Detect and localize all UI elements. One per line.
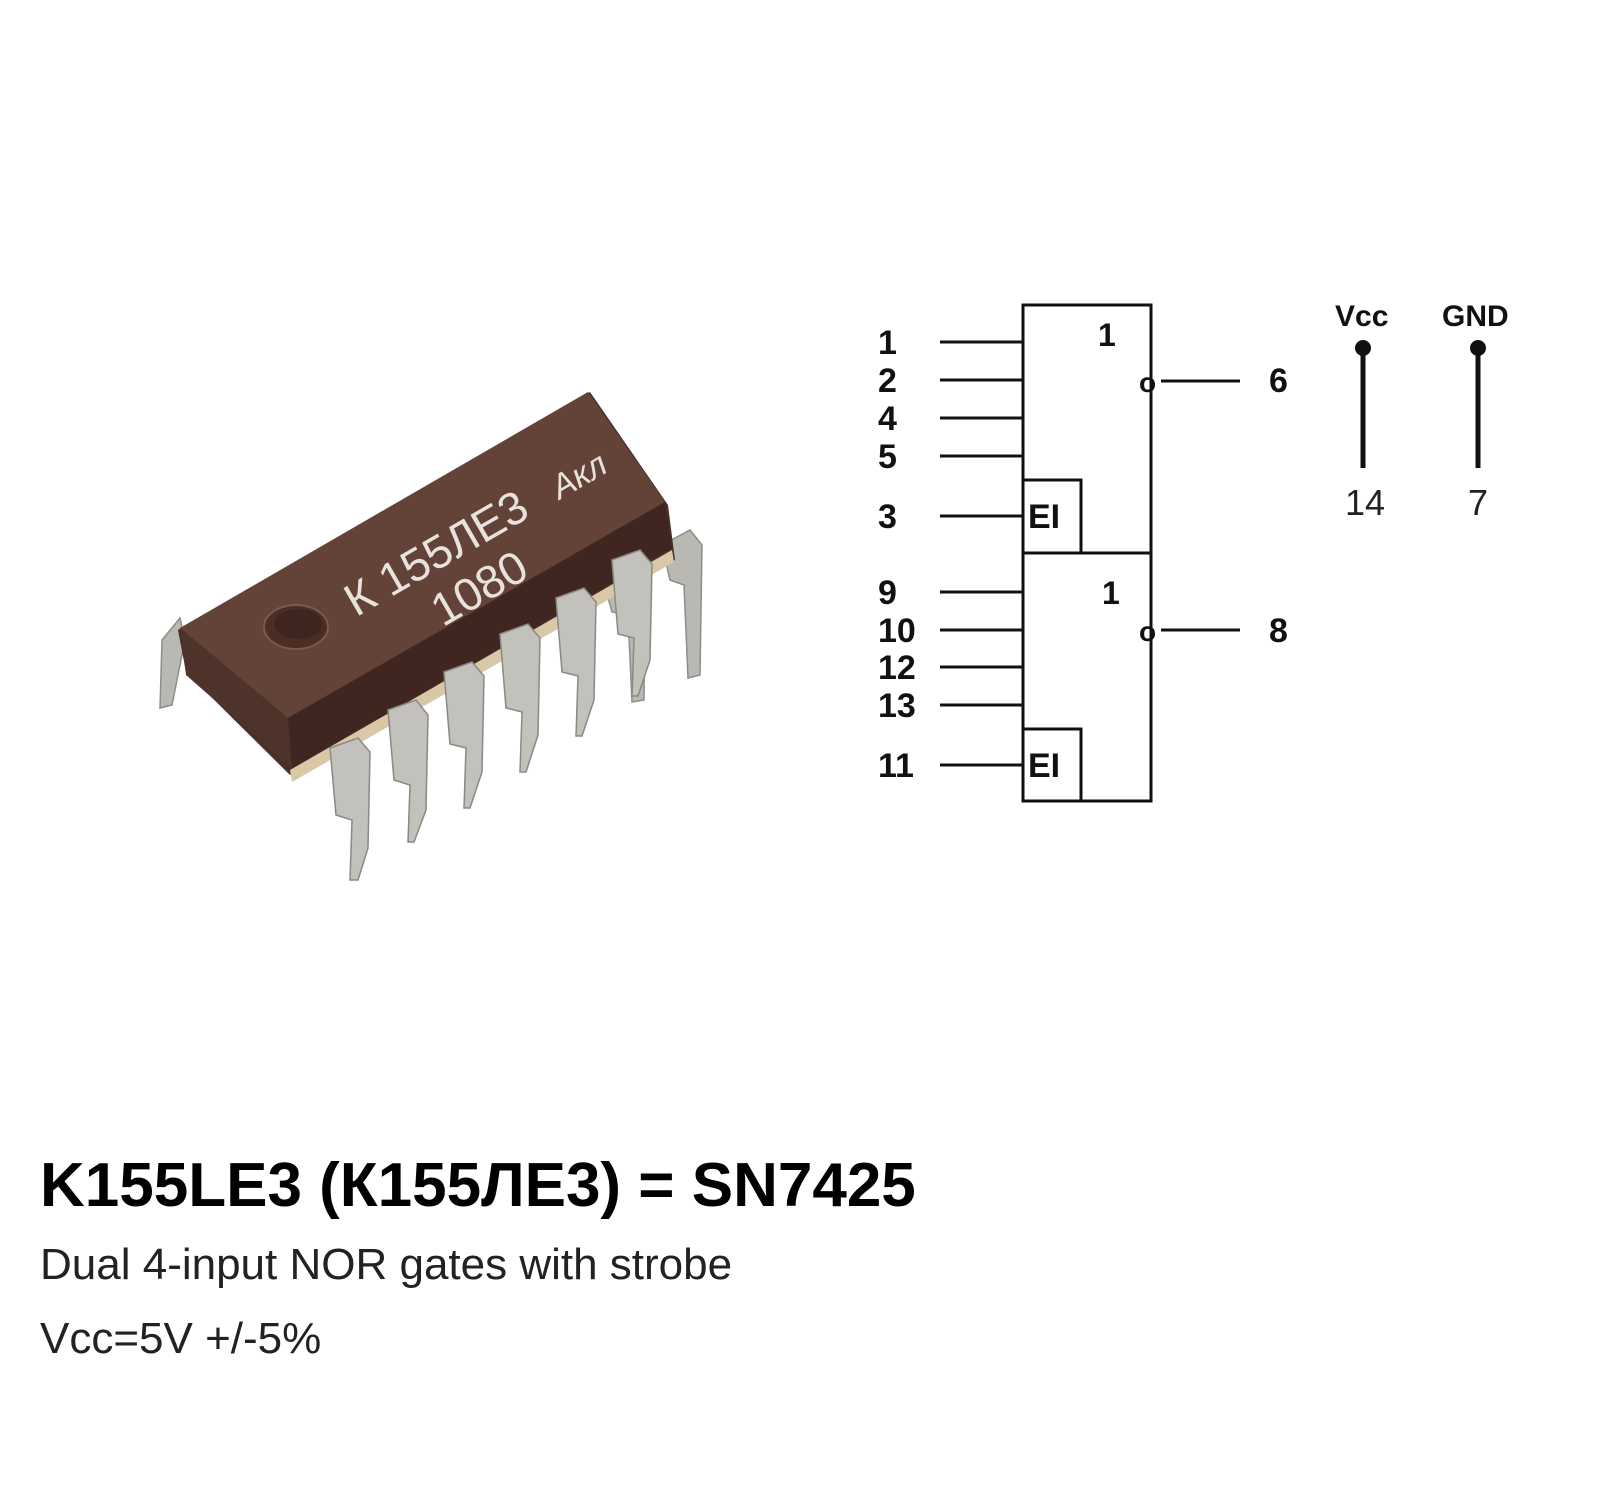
gate2-strobe-pin: 11 <box>878 747 914 785</box>
gnd-pin: 7 <box>1468 482 1488 523</box>
gate2-input-pin: 13 <box>878 687 916 725</box>
gate1-strobe-label: EI <box>1028 498 1060 536</box>
part-title: K155LE3 (К155ЛЕ3) = SN7425 <box>40 1151 916 1220</box>
vcc-pin: 14 <box>1345 482 1385 523</box>
gate1-input-pin: 1 <box>878 324 897 362</box>
chip-photo: К 155ЛЕ3 1080 Акл <box>159 392 703 881</box>
gate1-output-pin: 6 <box>1269 362 1288 400</box>
gate1-input-pin: 4 <box>878 400 897 438</box>
front-pins <box>329 549 653 881</box>
gate2-input-pin: 9 <box>878 574 897 612</box>
vcc-label: Vcc <box>1335 300 1388 333</box>
part-description: Dual 4-input NOR gates with strobe <box>40 1240 733 1289</box>
gate2-strobe-label: EI <box>1028 747 1060 785</box>
gate1-strobe-pin: 3 <box>878 498 897 536</box>
gate1-input-pin: 5 <box>878 438 897 476</box>
gate2-symbol: 1 <box>1102 575 1120 611</box>
power-vcc: Vcc 14 <box>1335 300 1388 523</box>
gate2-output-pin: 8 <box>1269 612 1288 650</box>
gnd-label: GND <box>1442 300 1509 333</box>
gate1-output-bubble: o <box>1139 367 1156 398</box>
supply-spec: Vcc=5V +/-5% <box>40 1314 322 1363</box>
gate2-output-bubble: o <box>1139 616 1156 647</box>
gate2-input-pin: 10 <box>878 612 916 650</box>
gate2-box <box>1021 551 1153 803</box>
gate1-input-pin: 2 <box>878 362 897 400</box>
logic-schematic: 1 1 EI EI 1 2 4 5 3 9 10 12 13 11 o 6 o … <box>878 300 1509 803</box>
power-gnd: GND 7 <box>1442 300 1509 523</box>
gate1-symbol: 1 <box>1098 317 1116 353</box>
gate2-input-pin: 12 <box>878 649 916 687</box>
